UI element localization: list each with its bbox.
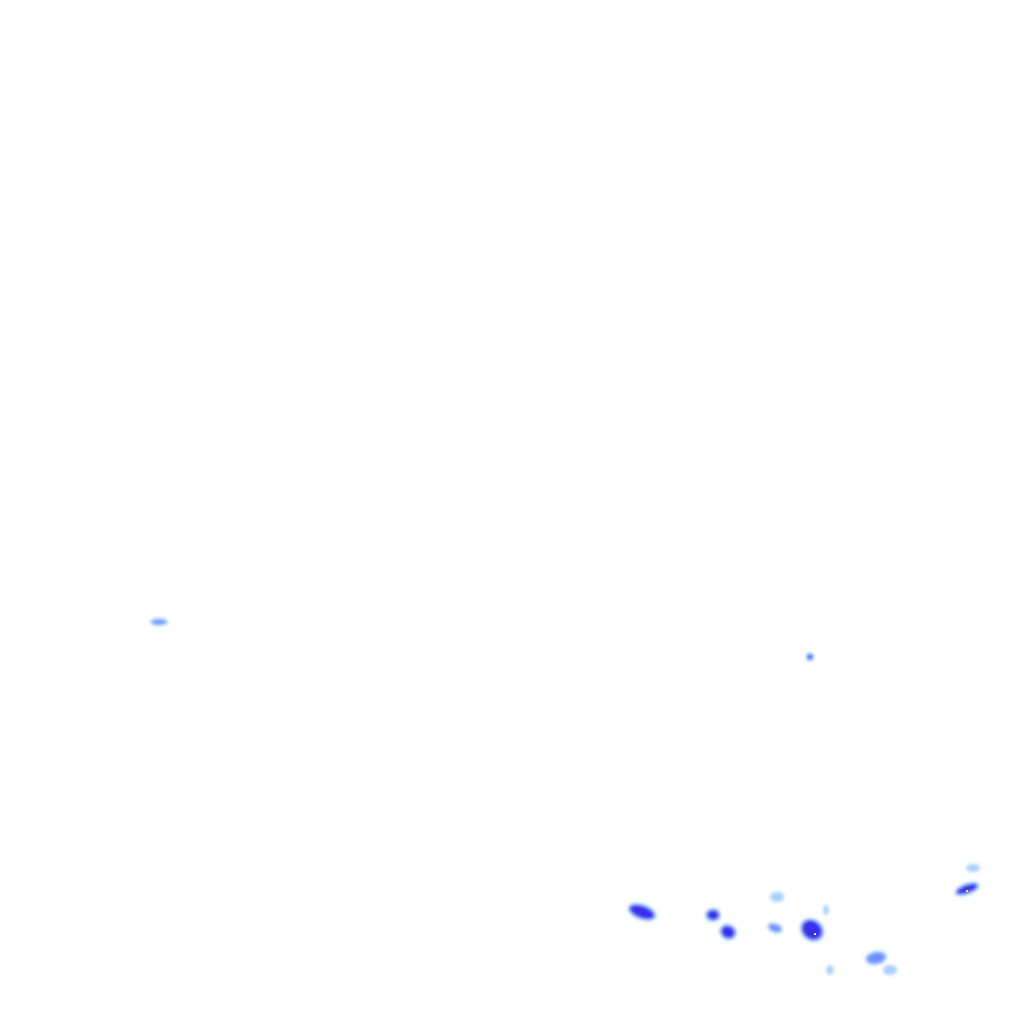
rain-cell — [721, 925, 735, 939]
rain-cell — [629, 904, 655, 920]
rain-cell — [152, 620, 166, 624]
rain-cell — [825, 907, 827, 913]
rain-peak — [966, 890, 968, 892]
rain-cell — [769, 924, 781, 932]
rain-cell — [885, 967, 895, 973]
rain-cell — [867, 952, 885, 964]
rain-peak — [814, 933, 816, 935]
rain-cell — [707, 910, 719, 920]
rain-cell — [828, 967, 832, 973]
rain-cell — [956, 883, 978, 895]
rain-cell — [968, 866, 978, 870]
rain-cell — [772, 894, 782, 900]
rain-cell — [807, 654, 813, 660]
rain-cell — [801, 920, 823, 940]
